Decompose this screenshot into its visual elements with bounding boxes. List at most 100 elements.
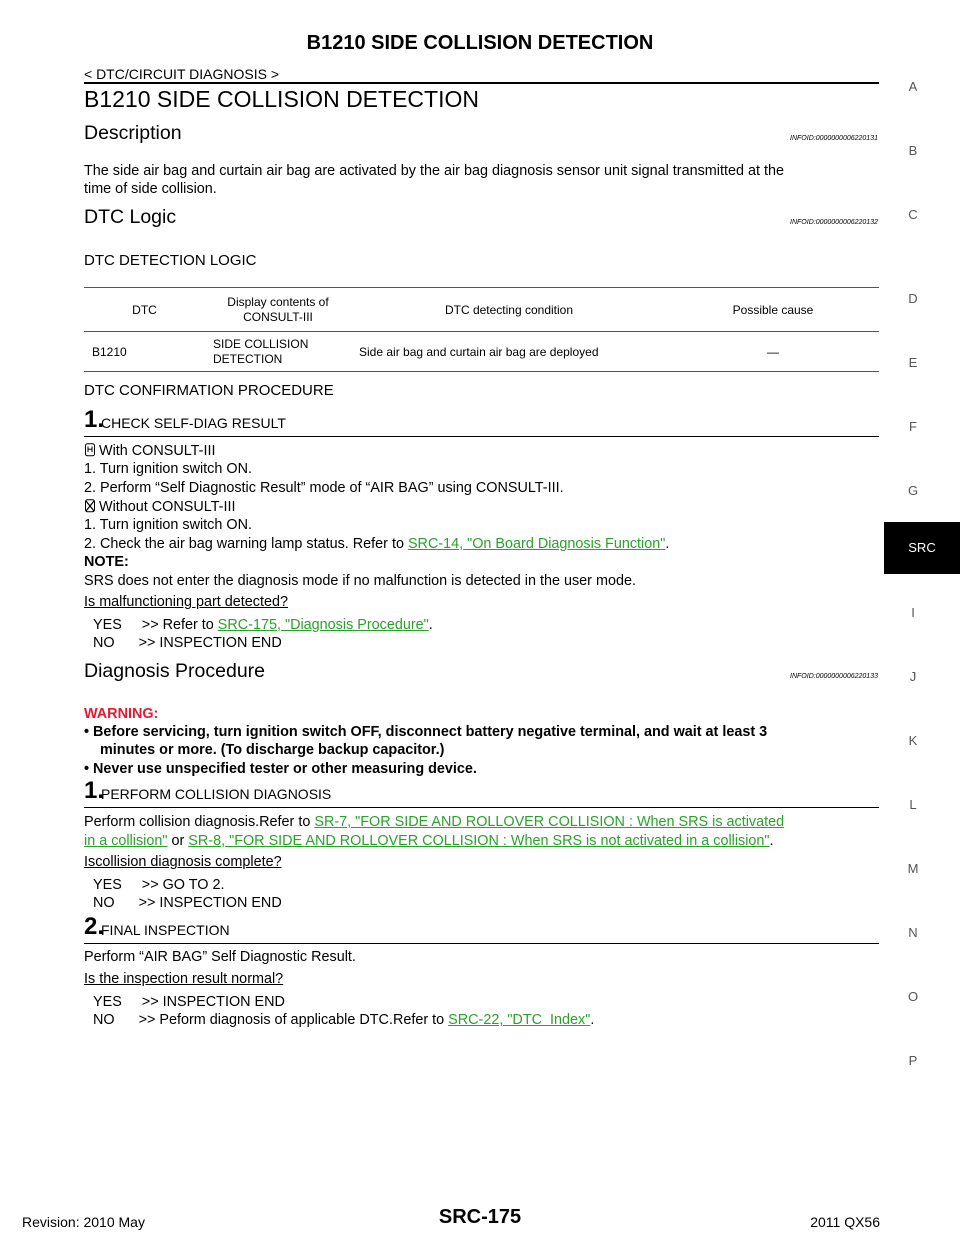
diagnosis-heading: Diagnosis Procedure [84,660,266,682]
link-src-175[interactable]: SRC-175, "Diagnosis Procedure" [217,617,429,633]
header-line: CONSULT-III [243,309,313,324]
page-title: B1210 SIDE COLLISION DETECTION [84,86,479,112]
final-inspection-text: Perform “AIR BAG” Self Diagnostic Result… [84,949,356,965]
diagnosis-infoid: INFOID:0000000006220133 [790,673,878,680]
warning-item-1-cont: minutes or more. (To discharge backup ca… [100,742,445,758]
without-consult-label: Without CONSULT-III [99,499,236,515]
description-text-2: time of side collision. [84,181,217,197]
period: . [590,1012,595,1028]
no-line: NO >> INSPECTION END [93,895,282,911]
link-sr-8[interactable]: SR-8, "FOR SIDE AND ROLLOVER COLLISION :… [188,833,770,849]
step-number: 2. [84,913,105,940]
description-text-1: The side air bag and curtain air bag are… [84,163,784,179]
step-question: Is the inspection result normal? [84,971,284,987]
with-consult-line: With CONSULT-III [84,441,215,461]
step-header-2: 2. FINAL INSPECTION [84,913,879,944]
period: . [769,833,774,849]
note-text: SRS does not enter the diagnosis mode if… [84,573,636,589]
table-header-cell: DTC detecting condition [444,302,574,317]
period: . [428,617,433,633]
side-index-g[interactable]: G [907,483,919,498]
step-question: Is malfunctioning part detected? [84,594,288,610]
table-cell-condition: Side air bag and curtain air bag are dep… [359,344,599,359]
step-header-1: 1. CHECK SELF-DIAG RESULT [84,406,879,437]
header-title: B1210 SIDE COLLISION DETECTION [306,32,654,54]
link-sr-7-cont[interactable]: in a collision" [84,833,168,849]
footer-page-number: SRC-175 [438,1206,522,1228]
warning-item-2: • Never use unspecified tester or other … [84,761,477,777]
side-index-o[interactable]: O [907,989,919,1004]
without-step-2: 2. Check the air bag warning lamp status… [84,534,669,554]
step-title: PERFORM COLLISION DIAGNOSIS [101,786,332,802]
breadcrumb: < DTC/CIRCUIT DIAGNOSIS > [84,66,279,82]
with-consult-label: With CONSULT-III [99,443,216,459]
link-sr-7[interactable]: SR-7, "FOR SIDE AND ROLLOVER COLLISION :… [314,814,785,830]
side-index-j[interactable]: J [909,669,917,684]
table-cell-cause: — [767,344,779,359]
dtc-table: DTC Display contents of CONSULT-III DTC … [84,287,879,372]
without-consult-line: Without CONSULT-III [84,497,235,517]
cell-line: DETECTION [213,351,283,366]
no-line: NO >> INSPECTION END [93,635,282,651]
no-text: NO >> Peform diagnosis of applicable DTC… [93,1012,449,1028]
side-index-d[interactable]: D [908,291,918,306]
without-step-2-text: 2. Check the air bag warning lamp status… [84,536,408,552]
side-index-p[interactable]: P [908,1053,918,1068]
step-number: 1. [84,777,105,804]
dtc-logic-heading: DTC Logic [84,206,177,228]
collision-diag-line-2: in a collision" or SR-8, "FOR SIDE AND R… [84,831,774,851]
step-question: Iscollision diagnosis complete? [84,854,282,870]
table-header-cell: Possible cause [732,302,814,317]
with-step-2: 2. Perform “Self Diagnostic Result” mode… [84,480,564,496]
step-title: CHECK SELF-DIAG RESULT [101,415,286,431]
footer-model: 2011 QX56 [810,1214,880,1230]
step-header-1: 1. PERFORM COLLISION DIAGNOSIS [84,777,879,808]
header-divider [84,82,879,84]
consult-not-connected-icon [85,499,95,513]
table-header-cell: Display contents of CONSULT-III [205,288,351,332]
warning-label: WARNING: [84,706,159,722]
side-index-f[interactable]: F [909,419,917,434]
footer-revision: Revision: 2010 May [22,1214,145,1230]
table-row: B1210 SIDE COLLISION DETECTION Side air … [84,332,879,372]
yes-line: YES >> INSPECTION END [93,994,285,1010]
side-index-n[interactable]: N [908,925,918,940]
side-index-i[interactable]: I [911,605,915,620]
step-number: 1. [84,406,105,433]
yes-line: YES >> GO TO 2. [93,877,225,893]
side-index-l[interactable]: L [909,797,917,812]
side-index-b[interactable]: B [908,143,918,158]
side-index-src[interactable]: SRC [884,522,960,574]
dtc-logic-infoid: INFOID:0000000006220132 [790,219,878,226]
collision-diag-text: Perform collision diagnosis.Refer to [84,814,315,830]
table-header-row: DTC Display contents of CONSULT-III DTC … [84,287,879,332]
side-index-k[interactable]: K [908,733,918,748]
step-title: FINAL INSPECTION [101,922,230,938]
table-header-cell: DTC [132,302,157,317]
side-index-m[interactable]: M [907,861,919,876]
description-infoid: INFOID:0000000006220131 [790,135,878,142]
side-index-a[interactable]: A [908,79,918,94]
with-step-1: 1. Turn ignition switch ON. [84,461,252,477]
or-text: or [167,833,189,849]
yes-line: YES >> Refer to SRC-175, "Diagnosis Proc… [93,615,433,635]
collision-diag-line-1: Perform collision diagnosis.Refer to SR-… [84,812,784,832]
description-heading: Description [84,122,182,144]
warning-item-1: • Before servicing, turn ignition switch… [84,724,768,740]
consult-connected-icon [85,443,95,457]
link-src-22[interactable]: SRC-22, "DTC Index" [448,1012,591,1028]
period: . [665,536,670,552]
side-index-c[interactable]: C [908,207,918,222]
no-line: NO >> Peform diagnosis of applicable DTC… [93,1010,594,1030]
yes-text: YES >> Refer to [93,617,218,633]
dtc-confirmation-heading: DTC CONFIRMATION PROCEDURE [84,382,334,399]
header-line: Display contents of [227,294,329,309]
note-label: NOTE: [84,554,129,570]
side-index-e[interactable]: E [908,355,918,370]
cell-line: SIDE COLLISION [213,336,309,351]
table-cell-dtc: B1210 [92,344,127,359]
without-step-1: 1. Turn ignition switch ON. [84,517,252,533]
link-src-14[interactable]: SRC-14, "On Board Diagnosis Function" [407,536,666,552]
dtc-detection-logic-heading: DTC DETECTION LOGIC [84,252,257,269]
table-cell-display: SIDE COLLISION DETECTION [205,332,351,372]
